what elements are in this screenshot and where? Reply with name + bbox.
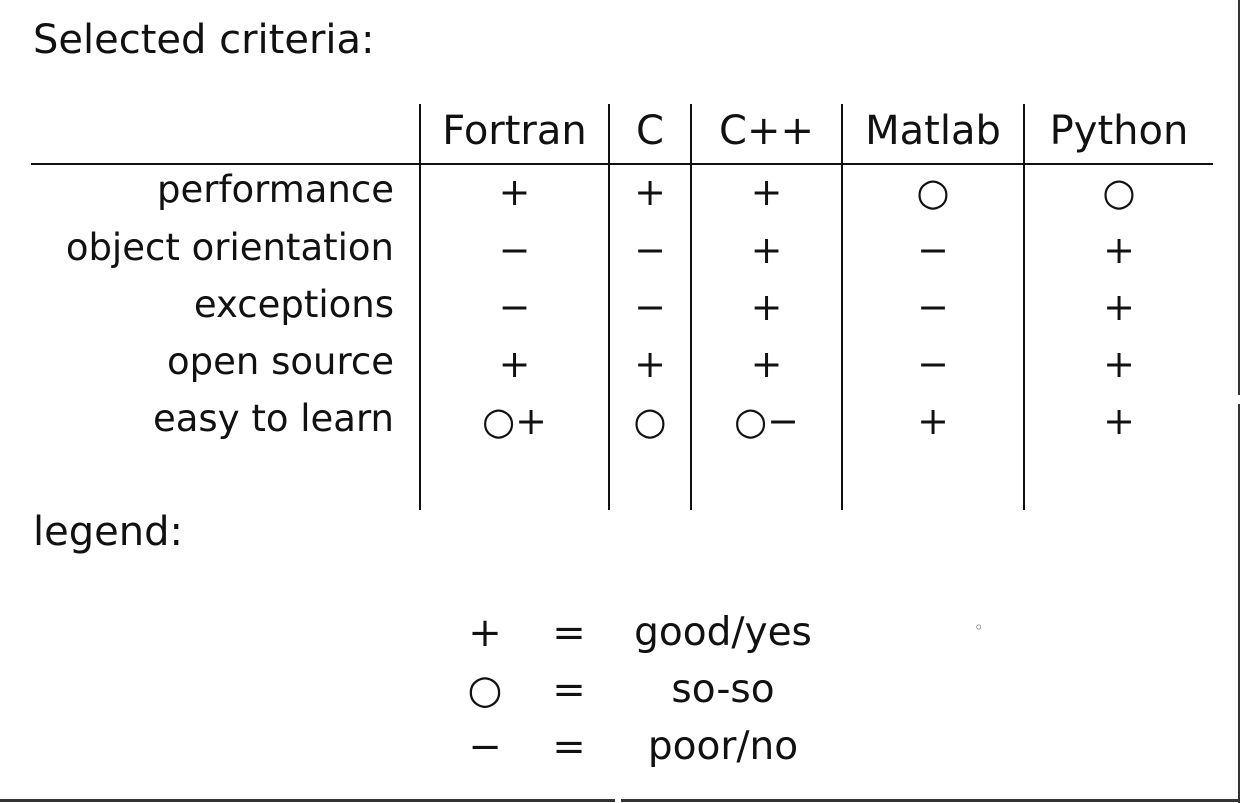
column-header-c: C	[636, 108, 664, 154]
legend-symbol-good: +	[468, 610, 502, 656]
table-cell: +	[634, 170, 666, 214]
table-cell: ○−	[734, 399, 799, 443]
table-cell: +	[1103, 399, 1135, 443]
table-cell: +	[750, 228, 783, 272]
legend-equals: =	[552, 724, 586, 770]
table-column-divider	[608, 104, 610, 510]
legend-symbol-soso: ○	[467, 667, 503, 713]
legend-meaning-soso: so-so	[671, 667, 775, 712]
legend-meaning-good: good/yes	[634, 610, 812, 655]
table-cell: +	[750, 285, 783, 329]
frame-border-bottom	[621, 799, 1240, 802]
table-column-divider	[419, 104, 421, 510]
column-header-python: Python	[1049, 108, 1189, 154]
table-cell: −	[634, 285, 666, 329]
table-cell: +	[498, 170, 531, 214]
page-title: Selected criteria:	[33, 17, 375, 63]
table-cell: −	[634, 228, 666, 272]
legend-meaning-poor: poor/no	[647, 724, 799, 769]
frame-border-bottom	[0, 799, 615, 802]
legend-title: legend:	[33, 509, 183, 555]
table-cell: −	[498, 285, 531, 329]
table-cell: ○	[1102, 170, 1136, 214]
column-header-matlab: Matlab	[865, 108, 1001, 154]
row-label-performance: performance	[157, 168, 394, 211]
column-header-cpp: C++	[719, 108, 814, 154]
table-cell: ○	[633, 399, 667, 443]
table-cell: −	[917, 342, 949, 386]
table-cell: ○+	[482, 399, 547, 443]
table-cell: +	[1103, 342, 1135, 386]
legend-symbol-poor: −	[468, 724, 502, 770]
table-cell: +	[750, 170, 783, 214]
table-header-rule	[31, 163, 1213, 165]
stray-circle-mark: ◦	[974, 618, 984, 637]
table-cell: −	[917, 228, 949, 272]
table-cell: +	[917, 399, 949, 443]
frame-border-right	[1238, 404, 1240, 803]
legend-equals: =	[552, 610, 586, 656]
table-column-divider	[690, 104, 692, 510]
row-label-open-source: open source	[167, 340, 394, 383]
table-cell: ○	[916, 170, 950, 214]
table-cell: +	[750, 342, 783, 386]
row-label-object-orientation: object orientation	[65, 226, 394, 269]
table-cell: +	[1103, 228, 1135, 272]
table-column-divider	[1023, 104, 1025, 510]
legend-equals: =	[552, 667, 586, 713]
table-cell: +	[498, 342, 531, 386]
table-column-divider	[841, 104, 843, 510]
frame-border-right	[1238, 0, 1240, 395]
row-label-easy-to-learn: easy to learn	[152, 397, 394, 440]
table-cell: −	[498, 228, 531, 272]
table-cell: +	[1103, 285, 1135, 329]
row-label-exceptions: exceptions	[193, 283, 394, 326]
table-cell: +	[634, 342, 666, 386]
table-cell: −	[917, 285, 949, 329]
column-header-fortran: Fortran	[442, 108, 587, 154]
